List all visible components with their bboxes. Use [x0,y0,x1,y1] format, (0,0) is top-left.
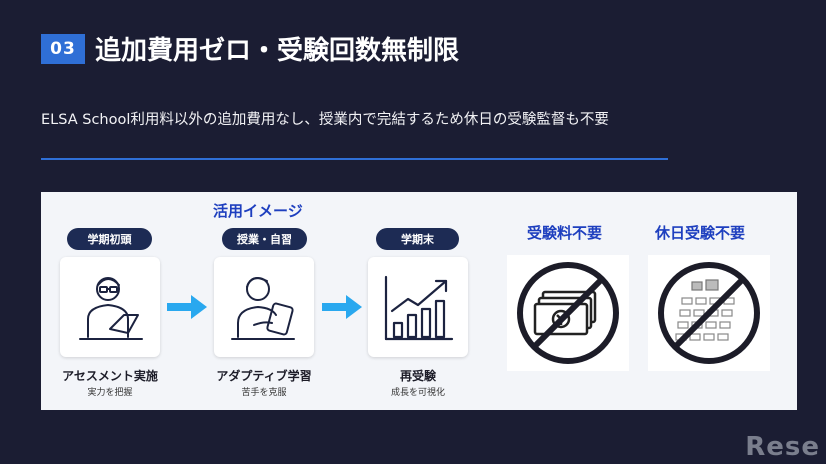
benefit-label-no-holiday: 休日受験不要 [655,224,746,242]
arrow-right-icon [322,295,362,319]
benefit-label-no-fee: 受験料不要 [527,224,603,242]
step-sub-retest: 成長を可視化 [390,388,445,398]
benefit-card-no-fee [507,255,629,371]
section-number-badge: 03 [41,34,85,64]
step-label-adaptive: アダプティブ学習 [216,369,312,383]
phase-pill-end: 学期末 [376,228,459,250]
phase-pill-start: 学期初頭 [67,228,152,250]
no-holiday-exam-icon [658,262,760,364]
title-divider [41,158,668,160]
watermark-logo: Rese [745,432,820,462]
student-laptop-icon [79,277,143,340]
step-label-retest: 再受験 [399,369,436,383]
page-title: 追加費用ゼロ・受験回数無制限 [95,36,460,66]
step-card-adaptive [214,257,314,357]
growth-chart-icon [384,275,454,341]
page-subtitle: ELSA School利用料以外の追加費用なし、授業内で完結するため休日の受験監… [41,112,609,128]
arrow-right-icon [167,295,207,319]
step-sub-assessment: 実力を把握 [87,388,133,398]
no-money-icon [517,262,619,364]
step-card-assessment [60,257,160,357]
phase-pill-middle: 授業・自習 [222,228,307,250]
student-tablet-icon [231,277,295,340]
usage-caption: 活用イメージ [213,202,303,220]
step-label-assessment: アセスメント実施 [62,369,158,383]
step-card-retest [368,257,468,357]
step-sub-adaptive: 苦手を克服 [241,388,287,398]
benefit-card-no-holiday [648,255,770,371]
